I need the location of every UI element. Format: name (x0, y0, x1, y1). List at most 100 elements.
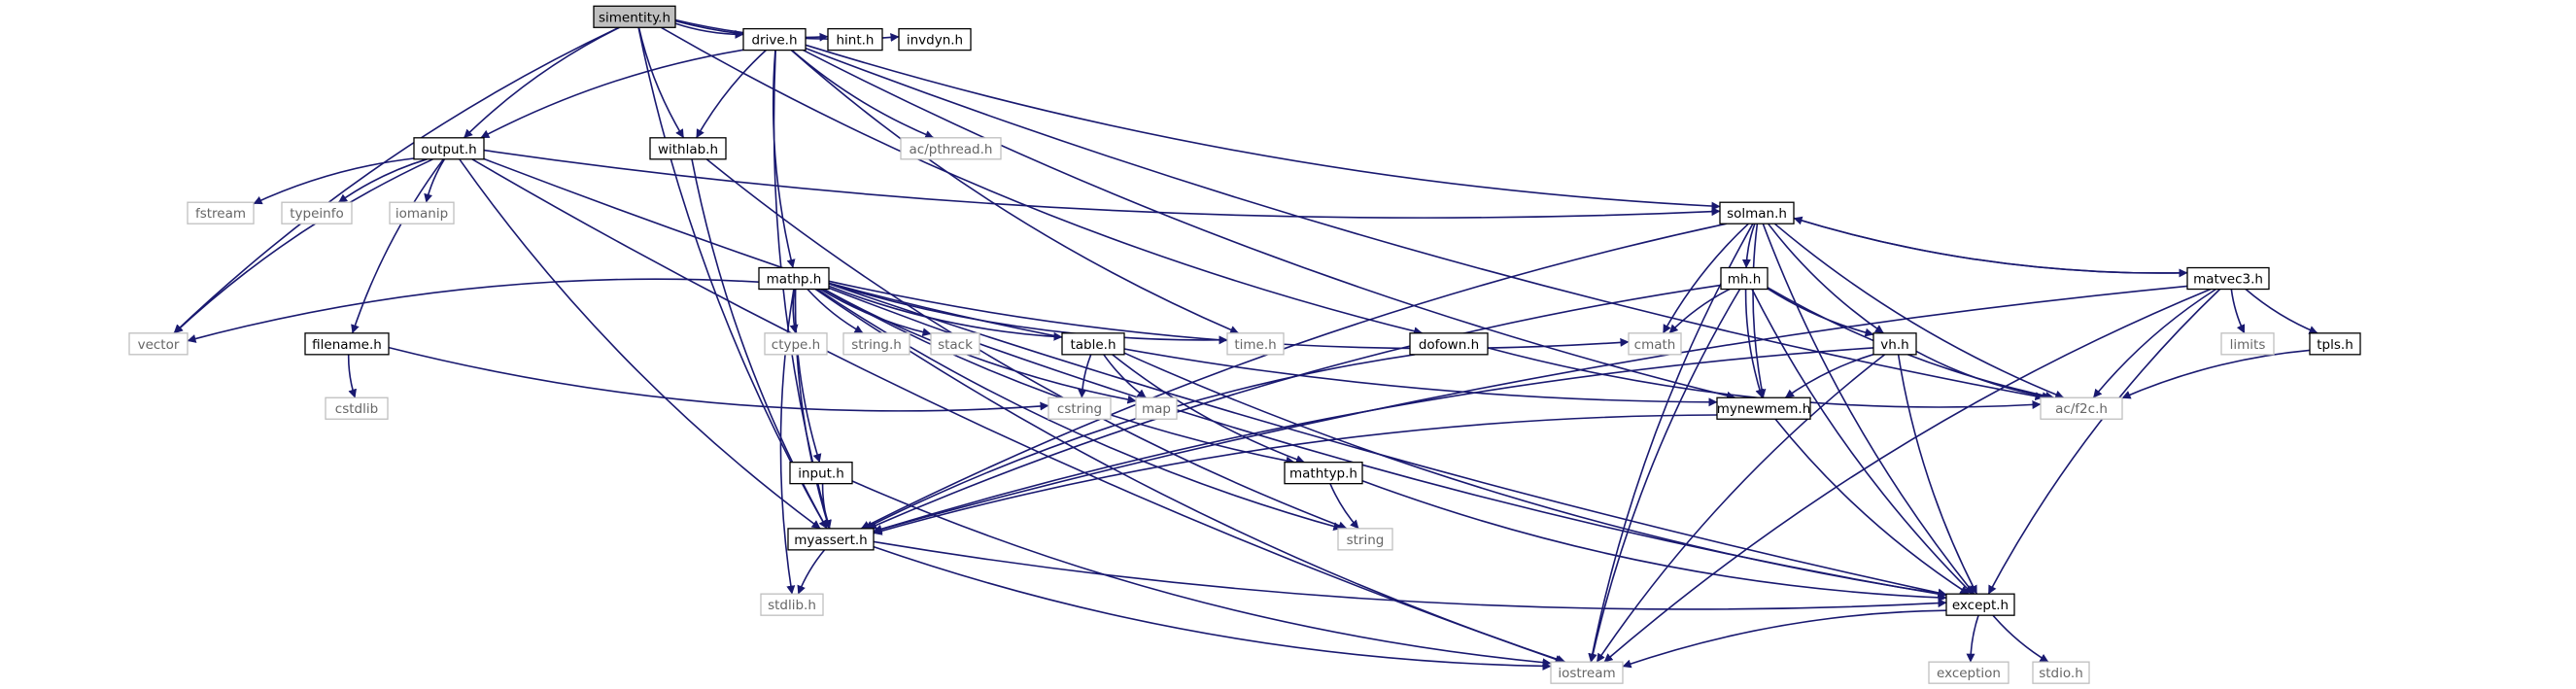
node-box-cmath (1628, 332, 1682, 356)
node-output_h[interactable]: output.h (413, 137, 485, 160)
edge-myassert_h-to-stdlib_h (797, 549, 826, 595)
edge-solman_h-to-mynewmem_h (1752, 224, 1767, 398)
edge-solman_h-to-cmath (1662, 223, 1749, 334)
node-stdlib_h: stdlib.h (760, 593, 824, 616)
node-label-typeinfo: typeinfo (290, 206, 343, 222)
node-mh_h[interactable]: mh.h (1720, 266, 1769, 291)
node-stdio_h: stdio.h (2032, 661, 2090, 684)
node-label-string: string (1347, 533, 1385, 548)
node-box-tpls_h[interactable] (2309, 332, 2361, 356)
edge-vh_h-to-except_h (1897, 354, 1978, 595)
node-tpls_h[interactable]: tpls.h (2309, 332, 2361, 356)
node-label-stack: stack (938, 337, 973, 353)
node-box-mathtyp_h[interactable] (1284, 462, 1363, 485)
node-label-myassert_h: myassert.h (794, 533, 867, 548)
node-label-vector: vector (138, 337, 180, 353)
edge-vh_h-to-iostream (1596, 354, 1886, 663)
node-mathtyp_h[interactable]: mathtyp.h (1284, 462, 1363, 485)
node-box-hint_h[interactable] (827, 27, 883, 52)
node-withlab_h[interactable]: withlab.h (649, 137, 727, 160)
node-box-stdio_h (2032, 661, 2090, 684)
edge-vh_h-to-myassert_h (873, 347, 1874, 534)
edge-except_h-to-iostream (1622, 609, 1947, 669)
node-cstdlib: cstdlib (325, 396, 389, 420)
edge-drive_h-to-time_h (790, 49, 1240, 334)
node-map: map (1135, 396, 1178, 420)
node-box-dofown_h[interactable] (1409, 332, 1489, 356)
edge-simentity_h-to-vector (173, 26, 620, 334)
node-label-map: map (1142, 401, 1171, 417)
edge-mathp_h-to-table_h (828, 285, 1063, 341)
edge-output_h-to-vector (173, 158, 433, 334)
edge-matvec3_h-to-solman_h (1793, 216, 2188, 274)
node-box-limits (2220, 332, 2275, 356)
node-vh_h[interactable]: vh.h (1872, 332, 1917, 356)
node-box-filename_h[interactable] (304, 332, 390, 356)
edge-input_h-to-myassert_h (821, 483, 832, 530)
node-box-withlab_h[interactable] (649, 137, 727, 160)
node-iostream: iostream (1550, 661, 1624, 684)
node-simentity_h[interactable]: simentity.h (593, 5, 676, 28)
node-box-ac_f2c_h (2040, 396, 2123, 420)
node-input_h[interactable]: input.h (789, 462, 853, 485)
node-mynewmem_h[interactable]: mynewmem.h (1716, 396, 1811, 420)
node-box-mynewmem_h[interactable] (1716, 396, 1811, 420)
node-box-drive_h[interactable] (742, 27, 807, 52)
node-cstring: cstring (1048, 396, 1112, 420)
node-box-mh_h[interactable] (1720, 266, 1769, 291)
node-label-invdyn_h: invdyn.h (907, 33, 963, 49)
node-iomanip: iomanip (389, 201, 455, 224)
edge-table_h-to-except_h (1123, 352, 1947, 599)
edge-myassert_h-to-iostream (873, 545, 1552, 671)
edge-solman_h-to-mh_h (1741, 223, 1756, 268)
node-label-tpls_h: tpls.h (2317, 337, 2353, 353)
node-box-simentity_h[interactable] (593, 5, 676, 28)
edge-mathp_h-to-stdlib_h (779, 289, 796, 595)
node-box-vector (128, 332, 189, 356)
node-label-solman_h: solman.h (1727, 206, 1787, 222)
edge-mathp_h-to-iostream (814, 288, 1566, 664)
node-except_h[interactable]: except.h (1945, 593, 2015, 616)
edge-mathtyp_h-to-string (1329, 483, 1359, 530)
edge-solman_h-to-vh_h (1767, 223, 1884, 334)
node-box-fstream (187, 201, 255, 224)
node-mathp_h[interactable]: mathp.h (758, 266, 830, 291)
edge-mathp_h-to-mynewmem_h (828, 282, 1718, 407)
node-myassert_h[interactable]: myassert.h (787, 528, 875, 551)
node-box-myassert_h[interactable] (787, 528, 875, 551)
node-box-except_h[interactable] (1945, 593, 2015, 616)
edge-dofown_h-to-myassert_h (864, 354, 1416, 530)
node-label-hint_h: hint.h (836, 33, 874, 49)
node-hint_h[interactable]: hint.h (827, 27, 883, 52)
node-box-solman_h[interactable] (1719, 201, 1795, 224)
edge-mh_h-to-vh_h (1767, 288, 1874, 337)
node-dofown_h[interactable]: dofown.h (1409, 332, 1489, 356)
node-string: string (1337, 528, 1393, 551)
edge-tpls_h-to-ac_f2c_h (2121, 349, 2311, 399)
edge-mynewmem_h-to-myassert_h (873, 414, 1718, 535)
node-box-stack (930, 332, 980, 356)
node-label-mh_h: mh.h (1728, 272, 1762, 288)
node-box-matvec3_h[interactable] (2186, 266, 2270, 291)
edge-mh_h-to-cmath (1668, 288, 1731, 334)
node-box-output_h[interactable] (413, 137, 485, 160)
node-label-stdlib_h: stdlib.h (768, 598, 816, 613)
node-box-table_h[interactable] (1061, 332, 1125, 356)
node-label-mynewmem_h: mynewmem.h (1717, 401, 1811, 417)
node-drive_h[interactable]: drive.h (742, 27, 807, 52)
node-box-vh_h[interactable] (1872, 332, 1917, 356)
node-table_h[interactable]: table.h (1061, 332, 1125, 356)
edge-output_h-to-iostream (471, 158, 1564, 664)
node-box-input_h[interactable] (789, 462, 853, 485)
edge-output_h-to-typeinfo (338, 158, 428, 203)
node-label-simentity_h: simentity.h (599, 10, 670, 25)
node-invdyn_h[interactable]: invdyn.h (898, 27, 972, 52)
node-fstream: fstream (187, 201, 255, 224)
node-matvec3_h[interactable]: matvec3.h (2186, 266, 2270, 291)
node-filename_h[interactable]: filename.h (304, 332, 390, 356)
node-box-iostream (1550, 661, 1624, 684)
node-box-invdyn_h[interactable] (898, 27, 972, 52)
node-solman_h[interactable]: solman.h (1719, 201, 1795, 224)
node-box-mathp_h[interactable] (758, 266, 830, 291)
edge-vh_h-to-ac_f2c_h (1915, 350, 2051, 401)
